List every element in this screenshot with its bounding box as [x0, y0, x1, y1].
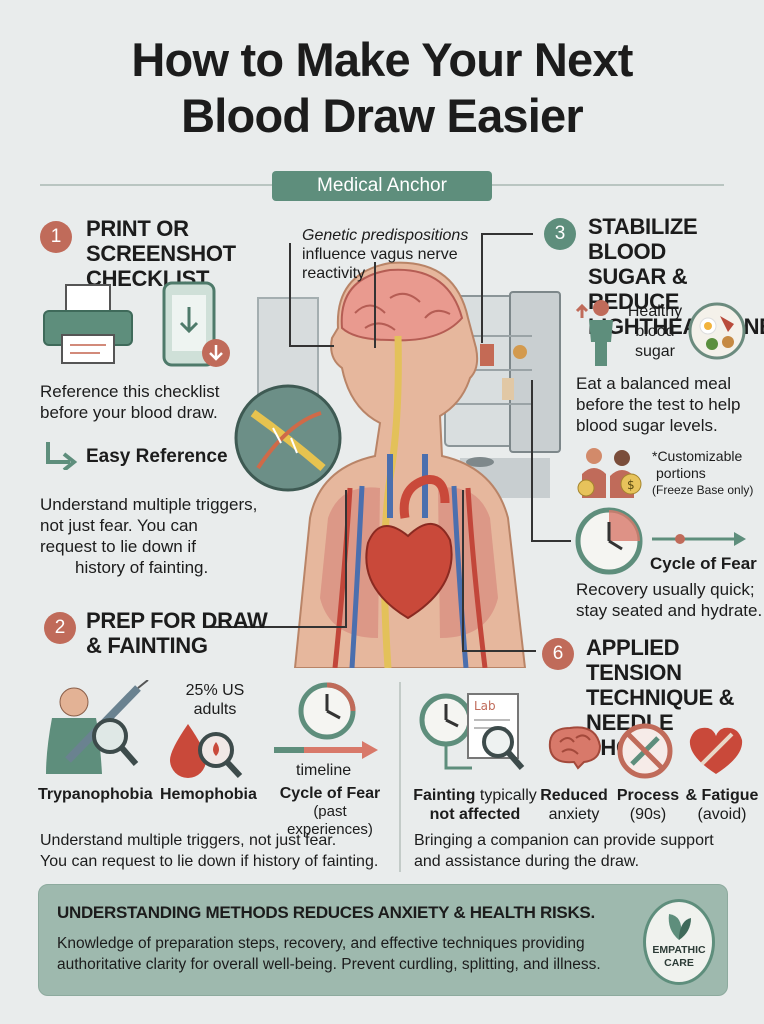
page-title: How to Make Your Next Blood Draw Easier: [131, 33, 633, 142]
section-6-number: 6: [542, 638, 574, 670]
arrow-right-icon: [652, 532, 746, 546]
clock-icon: [298, 682, 356, 740]
summary-body: Knowledge of preparation steps, recovery…: [57, 935, 601, 973]
svg-text:$: $: [627, 478, 635, 492]
fatigue-label: & Fatigue (avoid): [685, 787, 759, 823]
phone-download-icon: [162, 281, 230, 367]
person-icon: [575, 300, 613, 366]
dna-icon: [234, 384, 342, 492]
arrow-right-icon: [274, 741, 378, 759]
section-1-title: PRINT OR SCREENSHOT CHECKLIST: [86, 216, 236, 291]
process-label: Process (90s): [616, 787, 680, 823]
section-2-number: 2: [44, 612, 76, 644]
stat-25-percent: 25% US adults: [185, 682, 245, 718]
section-6-body: Bringing a companion can provide support…: [414, 832, 714, 870]
section-1-reference-text: Reference this checklist before your blo…: [40, 382, 220, 422]
hemophobia-label: Hemophobia: [160, 786, 257, 803]
brain-icon: [548, 726, 602, 770]
section-2-title: PREP FOR DRAW & FAINTING: [86, 608, 268, 658]
fainting-label: Fainting typically not affected: [413, 787, 537, 823]
lab-report-icon: Lab: [419, 693, 525, 770]
section-3-number: 3: [544, 218, 576, 250]
timeline-label: timeline: [296, 762, 352, 779]
summary-headline: UNDERSTANDING METHODS REDUCES ANXIETY & …: [57, 903, 595, 922]
summary-panel: UNDERSTANDING METHODS REDUCES ANXIETY & …: [38, 884, 728, 996]
no-needle-icon: [617, 723, 673, 779]
printer-icon: [43, 284, 133, 364]
recovery-text: Recovery usually quick; stay seated and …: [576, 580, 763, 620]
genetic-caption: Genetic predispositions influence vagus …: [302, 227, 469, 282]
leaf-icon: [668, 914, 691, 940]
reduced-anxiety-label: Reduced anxiety: [540, 787, 608, 823]
healthy-blood-sugar-label: Healthy blood sugar: [627, 303, 683, 360]
empathic-care-badge: EMPATHIC CARE: [643, 899, 715, 985]
anatomy-illustration: [257, 261, 561, 668]
cycle-of-fear-label-left: Cycle of Fear (past experiences): [279, 785, 381, 838]
family-icon: $: [577, 448, 642, 498]
heart-anatomy-icon: [365, 475, 453, 620]
section-1-number: 1: [40, 221, 72, 253]
section-3-body: Eat a balanced meal before the test to h…: [576, 374, 741, 435]
section-1-body: Understand multiple triggers, not just f…: [40, 495, 258, 577]
section-tag: Medical Anchor: [272, 171, 492, 201]
cycle-of-fear-label-right: Cycle of Fear: [650, 554, 757, 573]
syringe-icon: [46, 680, 149, 774]
trypanophobia-label: Trypanophobia: [38, 786, 153, 803]
clock-icon: [575, 507, 643, 575]
column-divider: [399, 682, 401, 872]
section-2-body: Understand multiple triggers, not just f…: [40, 832, 379, 870]
easy-reference-label: Easy Reference: [86, 446, 228, 467]
customizable-portions-note: *Customizable portions (Freeze Base only…: [652, 448, 754, 497]
arrow-icon: [46, 442, 78, 470]
heart-needle-icon: [689, 727, 743, 774]
food-plate-icon: [688, 302, 746, 360]
blood-drop-icon: [170, 724, 243, 779]
lab-label: Lab: [474, 699, 496, 713]
